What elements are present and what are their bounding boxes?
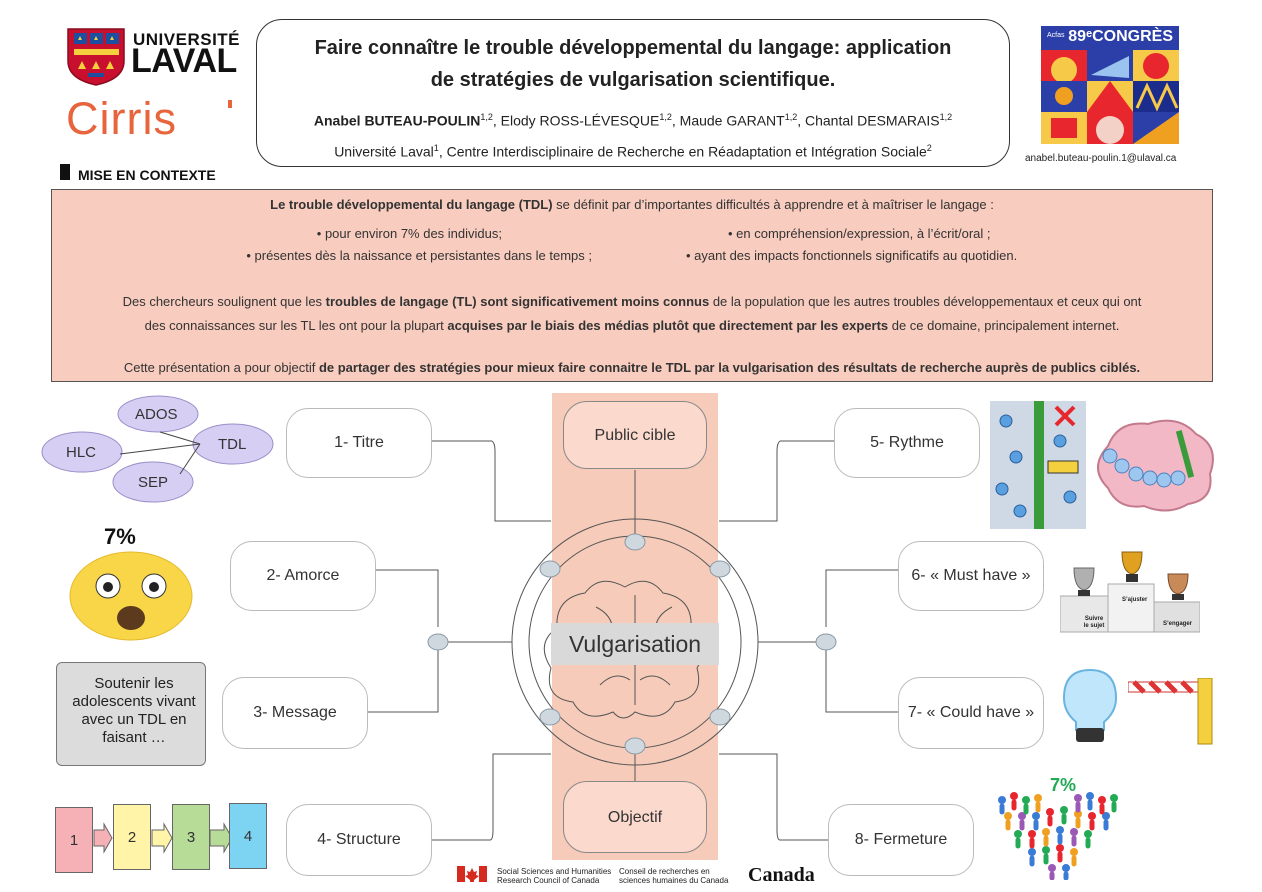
crowd-heart-icon <box>998 792 1118 880</box>
step-3: 3 <box>172 804 210 870</box>
barrier-gate-icon <box>1128 678 1213 745</box>
poster-title-line2: de stratégies de vulgarisation scientifi… <box>430 69 836 91</box>
context-panel: Le trouble développemental du langage (T… <box>51 189 1213 382</box>
step-4: 4 <box>229 803 267 869</box>
university-name-line1: UNIVERSITÉ <box>133 30 241 49</box>
crest-icon <box>67 28 125 86</box>
author-4: Chantal DESMARAIS <box>805 112 940 129</box>
percent-right: 7% <box>1050 775 1077 795</box>
structure-steps-arrows <box>93 822 233 854</box>
podium-label-1: Suivre le sujet <box>1083 616 1105 629</box>
node-message: 3- Message <box>222 677 368 749</box>
congress-pattern-icon <box>1041 50 1179 144</box>
author-2: Elody ROSS-LÉVESQUE <box>500 112 660 129</box>
acfas-congress-logo: 89ᵉCONGRÈS Acfas <box>1041 26 1179 144</box>
section-title-context: MISE EN CONTEXTE <box>78 167 216 183</box>
affiliations-line: Université Laval1, Centre Interdisciplin… <box>334 142 932 160</box>
poster-title-box: Faire connaître le trouble développement… <box>256 19 1010 167</box>
authors-line: Anabel BUTEAU-POULIN1,2, Elody ROSS-LÉVE… <box>313 112 953 129</box>
lightbulb-icon <box>1062 668 1118 742</box>
contact-email[interactable]: anabel.buteau-poulin.1@ulaval.ca <box>1025 153 1177 164</box>
canada-wordmark: Canada <box>748 864 815 886</box>
trophy-podium-icon <box>1060 551 1200 633</box>
sshrc-english: Social Sciences and Humanities Research … <box>497 867 612 885</box>
message-scroll <box>56 662 206 766</box>
node-must-have: 6- « Must have » <box>898 541 1044 611</box>
node-structure: 4- Structure <box>286 804 432 876</box>
objectif-pill: Objectif <box>563 781 707 853</box>
podium-label-2: S’ajuster <box>1122 597 1148 603</box>
research-paragraph: Des chercheurs soulignent que les troubl… <box>122 294 1142 333</box>
university-name-line2: LAVAL <box>131 42 237 80</box>
congress-label: 89ᵉCONGRÈS <box>1041 26 1179 50</box>
bullet-2: • en compréhension/expression, à l’écrit… <box>728 226 991 241</box>
step-2: 2 <box>113 804 151 870</box>
bullet-1: • pour environ 7% des individus; <box>316 226 502 241</box>
bullet-4: • ayant des impacts fonctionnels signifi… <box>686 248 1018 263</box>
cirris-logo-mark <box>228 100 232 108</box>
node-rythme: 5- Rythme <box>834 408 980 478</box>
cirris-logo: Cirris <box>66 93 177 144</box>
acfas-label: Acfas <box>1047 32 1065 39</box>
node-amorce: 2- Amorce <box>230 541 376 611</box>
vulgarisation-label: Vulgarisation <box>551 623 719 665</box>
scroll-text: Soutenir les adolescents vivant avec un … <box>72 675 196 746</box>
author-3: Maude GARANT <box>679 112 785 129</box>
cloud-sep: SEP <box>138 474 169 491</box>
sshrc-french: Conseil de recherches en sciences humain… <box>619 867 729 885</box>
step-1: 1 <box>55 807 93 873</box>
node-titre: 1- Titre <box>286 408 432 478</box>
cloud-tdl: TDL <box>218 436 247 453</box>
acronym-clouds-icon <box>41 395 274 503</box>
cloud-hlc: HLC <box>66 444 97 461</box>
podium-label-3: S’engager <box>1163 621 1193 627</box>
section-marker <box>60 164 70 180</box>
canada-flag-icon <box>457 866 487 882</box>
objective-paragraph: Cette présentation a pour objectif de pa… <box>123 360 1141 375</box>
percent-left: 7% <box>104 524 136 549</box>
shocked-emoji-icon <box>69 551 193 641</box>
brain-icon <box>1097 419 1214 512</box>
node-could-have: 7- « Could have » <box>898 677 1044 749</box>
poster-title-line1: Faire connaître le trouble développement… <box>314 37 952 59</box>
node-fermeture: 8- Fermeture <box>828 804 974 876</box>
author-1: Anabel BUTEAU-POULIN <box>313 112 481 129</box>
tdl-definition: Le trouble développemental du langage (T… <box>270 197 994 212</box>
cloud-ados: ADOS <box>135 406 178 423</box>
bullet-3: • présentes dès la naissance et persista… <box>246 248 592 263</box>
climbing-wall-icon <box>990 401 1086 529</box>
public-cible-pill: Public cible <box>563 401 707 469</box>
